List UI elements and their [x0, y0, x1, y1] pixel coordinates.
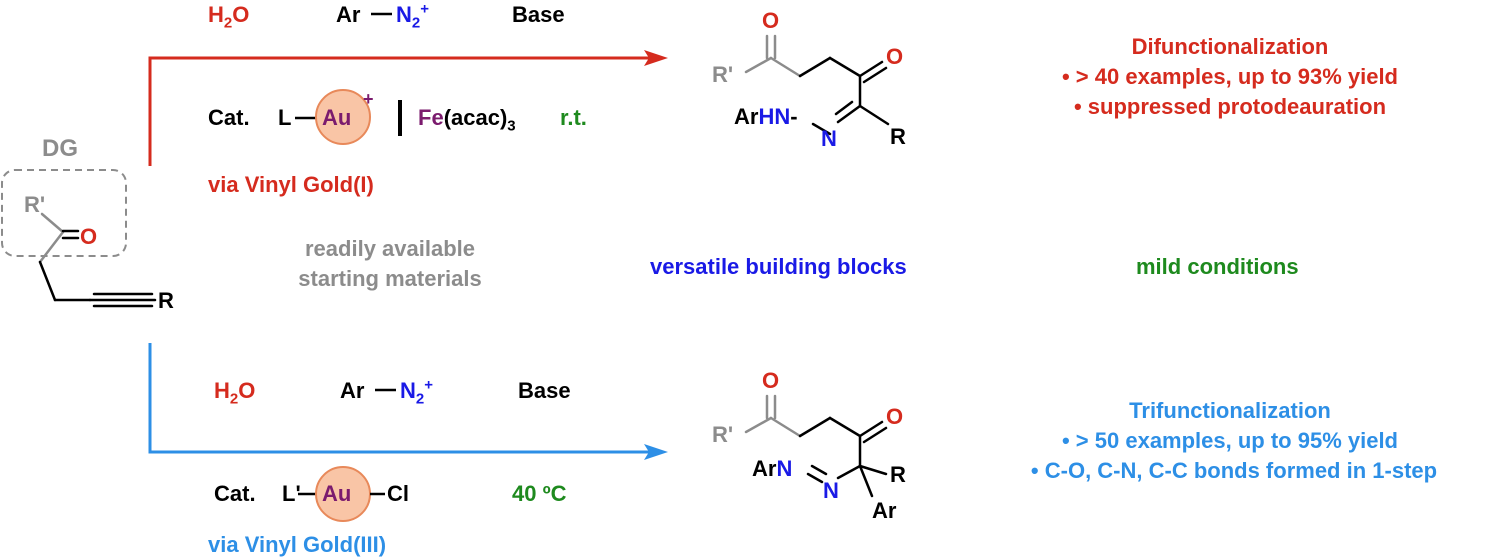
bottom-product-r: R — [890, 462, 906, 487]
top-gold-charge: + — [363, 89, 374, 109]
top-product-n: N — [821, 126, 837, 151]
top-summary-bullet1: • > 40 examples, up to 93% yield — [1061, 64, 1398, 89]
top-gold-metal: Au — [322, 105, 352, 130]
starting-materials-line2: starting materials — [298, 266, 482, 291]
top-product-r: R — [890, 124, 906, 149]
bottom-gold-metal: Au — [322, 481, 352, 506]
substrate-carbonyl-o: O — [80, 224, 98, 249]
bottom-product-r-prime: R' — [712, 422, 734, 447]
dg-label: DG — [42, 135, 78, 162]
top-gold-catalyst-graphic — [295, 89, 402, 145]
bottom-product-ar: Ar — [872, 498, 897, 523]
bottom-summary-bullet1: • > 50 examples, up to 95% yield — [1061, 428, 1398, 453]
bottom-diazonium: N2+ — [400, 376, 433, 408]
top-summary-title: Difunctionalization — [1131, 34, 1329, 59]
bottom-halide: Cl — [387, 481, 409, 506]
substrate-alkyne-r: R — [158, 288, 174, 313]
top-product-arylhydrazone: ArHN- — [734, 104, 798, 129]
top-cocatalyst: Fe(acac)3 — [418, 105, 516, 135]
bottom-reaction-arrow — [148, 343, 668, 460]
bottom-product-azo: ArN — [752, 456, 793, 481]
top-summary-bullet2: • suppressed protodeauration — [1073, 94, 1387, 119]
building-blocks-caption: versatile building blocks — [650, 254, 907, 279]
bottom-temperature: 40 ºC — [512, 481, 567, 506]
bottom-summary-title: Trifunctionalization — [1129, 398, 1331, 423]
bottom-pathway: via Vinyl Gold(III) — [208, 532, 387, 557]
top-pathway: via Vinyl Gold(I) — [208, 172, 374, 197]
top-product-o1: O — [762, 8, 780, 33]
bottom-aryl: Ar — [340, 378, 365, 403]
top-water: H2O — [208, 2, 250, 32]
top-base: Base — [512, 2, 565, 27]
bottom-gold-catalyst-graphic — [298, 466, 385, 522]
bottom-product-bonds — [744, 394, 888, 498]
bottom-water: H2O — [214, 378, 256, 408]
substrate-bonds — [38, 212, 157, 308]
top-reaction-arrow — [148, 50, 668, 166]
directing-group-box — [1, 169, 127, 257]
top-aryl: Ar — [336, 2, 361, 27]
top-diazonium: N2+ — [396, 0, 429, 32]
top-product-o2: O — [886, 44, 904, 69]
bottom-product-o2: O — [886, 404, 904, 429]
top-ligand: L — [278, 105, 292, 130]
top-product-r-prime: R' — [712, 62, 734, 87]
bottom-cat-label: Cat. — [214, 481, 256, 506]
starting-materials-line1: readily available — [305, 236, 475, 261]
top-cat-label: Cat. — [208, 105, 250, 130]
substrate-r-prime: R' — [24, 192, 46, 217]
bottom-product-n2: N — [823, 478, 839, 503]
bottom-product-o1: O — [762, 368, 780, 393]
bottom-base: Base — [518, 378, 571, 403]
mild-conditions-caption: mild conditions — [1136, 254, 1299, 279]
bottom-summary-bullet2: • C-O, C-N, C-C bonds formed in 1-step — [1030, 458, 1438, 483]
top-product-bonds — [744, 34, 890, 136]
top-temperature: r.t. — [560, 105, 587, 130]
bottom-ligand: L' — [282, 481, 301, 506]
